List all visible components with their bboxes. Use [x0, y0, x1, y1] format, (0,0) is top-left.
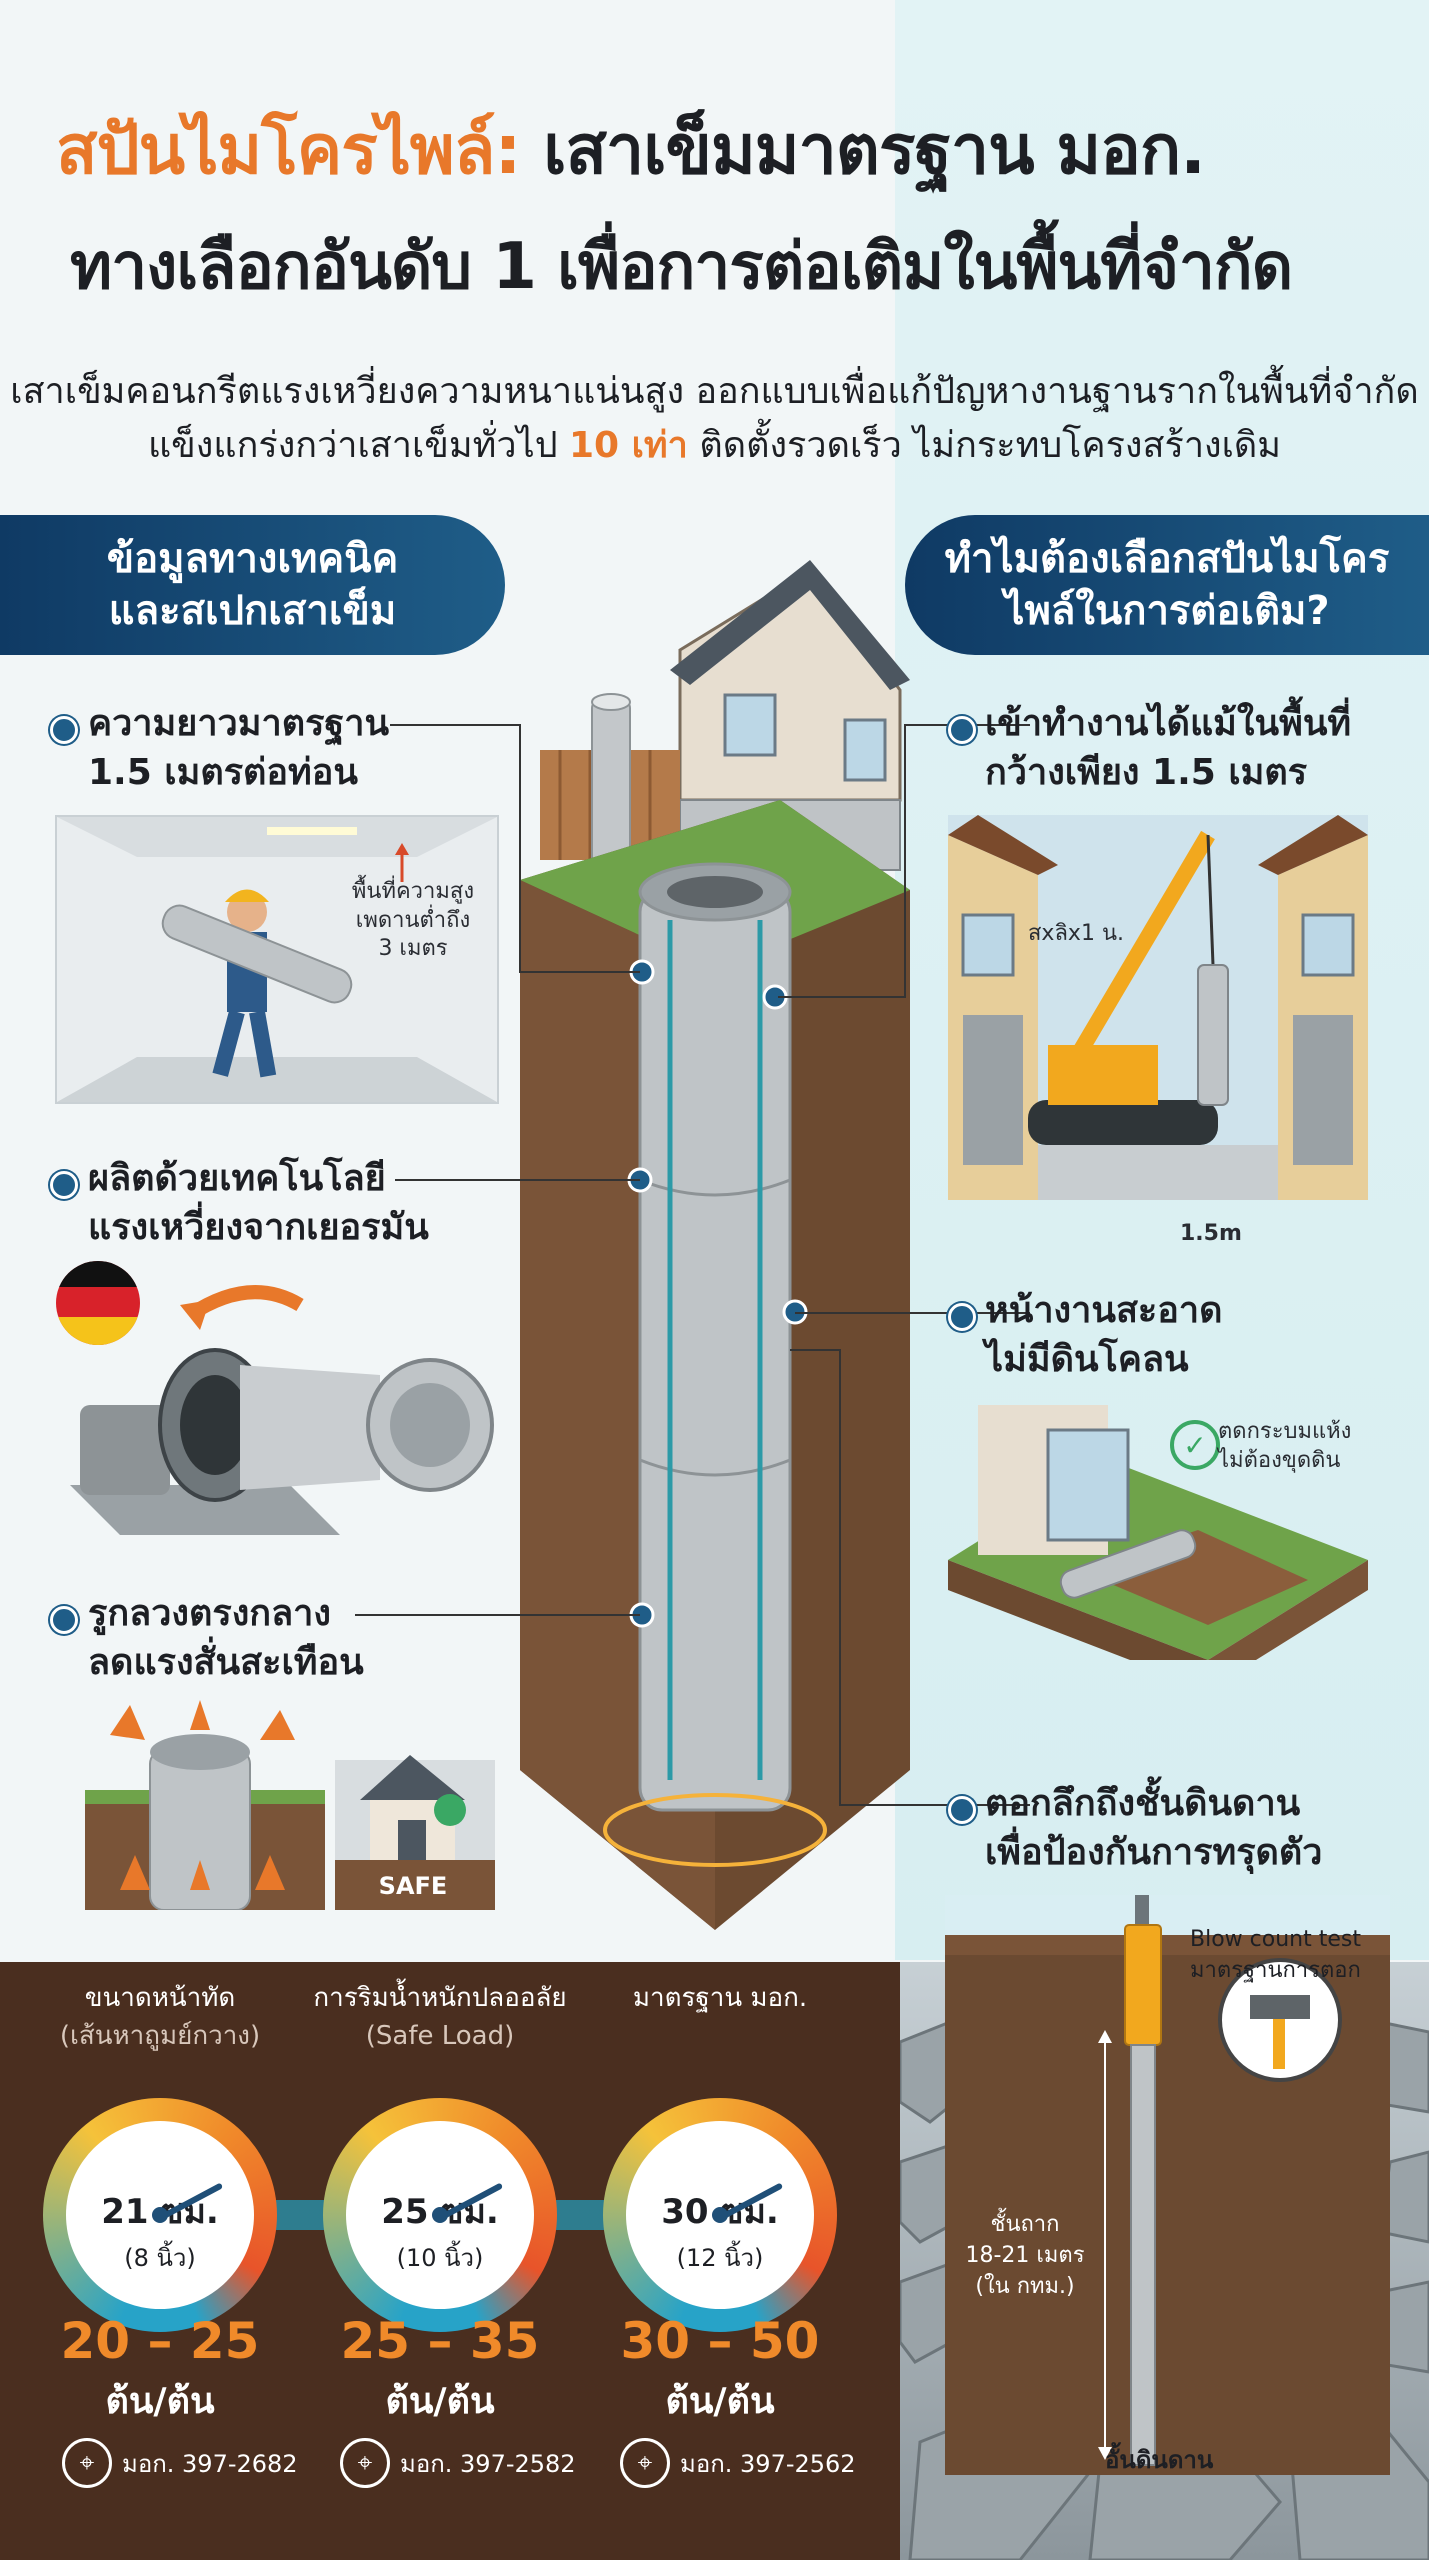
subtitle-line2: แข็งแกร่งกว่าเสาเข็มทั่วไป 10 เท่า ติดตั…: [147, 425, 1282, 466]
connector-lines: [355, 724, 1030, 1806]
safe-label: SAFE: [378, 1872, 448, 1900]
bullet-dot: [50, 1171, 78, 1199]
bullet-dot: [948, 1796, 976, 1824]
ceiling-note: พื้นที่ความสูง เพดานต่ำถึง 3 เมตร: [351, 879, 475, 962]
crane-icon: [1028, 830, 1229, 1145]
target-icon: ⌖: [340, 2438, 390, 2488]
worker-carrying-pile-icon: [57, 817, 497, 1102]
title-brand: สปันไมโครไพล์:: [56, 111, 522, 190]
arrow-icon: [110, 1700, 295, 1890]
gauge-label-2: การริมน้ำหนักปลออลัย (Safe Load): [313, 1983, 567, 2051]
bullet-dot: [50, 716, 78, 744]
standard-2: ⌖ มอก. 397-2582: [340, 2438, 576, 2488]
gauge-30cm: 30 ซม. (12 นิ้ว): [603, 2098, 837, 2332]
blow-count-note: Blow count test มาตรฐานการตอก: [1190, 1927, 1361, 1983]
target-icon: ⌖: [620, 2438, 670, 2488]
crane-narrow-space-illustration: [948, 815, 1368, 1200]
load-unit-1: ต้น/ต้น: [105, 2381, 215, 2422]
title-standard: เสาเข็มมาตรฐาน มอก.: [543, 111, 1206, 190]
hard-soil-label: อั้นดินดาน: [1105, 2446, 1214, 2474]
feature-technology: ผลิตด้วยเทคโนโลยี แรงเหวี่ยงจากเยอรมัน: [88, 1158, 429, 1248]
standard-1: ⌖ มอก. 397-2682: [62, 2438, 298, 2488]
bullet-dot: [948, 1303, 976, 1331]
crane-note: สxลิx1 น.: [1028, 921, 1124, 946]
load-range-2: 25 – 35: [340, 2312, 540, 2370]
standard-3: ⌖ มอก. 397-2562: [620, 2438, 856, 2488]
page-title-line1: สปันไมโครไพล์: เสาเข็มมาตรฐาน มอก.: [56, 95, 1206, 203]
depth-note: ชั้นถาก 18-21 เมตร (ใน กทม.): [965, 2212, 1085, 2299]
tech-spec-banner: ข้อมูลทางเทคนิค และสเปกเสาเข็ม: [0, 515, 505, 655]
strength-highlight: 10 เท่า: [569, 425, 688, 466]
feature-deep-driving: ตอกลึกถึงชั้นดินดาน เพื่อป้องกันการทรุดต…: [985, 1783, 1323, 1873]
feature-hollow-core: รูกลวงตรงกลาง ลดแรงสั่นสะเทือน: [88, 1593, 364, 1683]
subtitle-line1: เสาเข็มคอนกรีตแรงเหวี่ยงความหนาแน่นสูง อ…: [10, 371, 1419, 412]
gauge-21cm: 21 ซม. (8 นิ้ว): [43, 2098, 277, 2332]
bullet-dot: [50, 1606, 78, 1634]
why-choose-banner: ทำไมต้องเลือกสปันไมโคร ไพล์ในการต่อเติม?: [905, 515, 1429, 655]
bullet-dot: [948, 716, 976, 744]
german-flag-icon: [56, 1261, 140, 1345]
width-label: 1.5m: [1180, 1221, 1242, 1246]
clean-note: ตดกระบมแห้ง ไม่ต้องขุดดิน: [1218, 1419, 1352, 1473]
load-unit-3: ต้น/ต้น: [665, 2381, 775, 2422]
gauge-label-1: ขนาดหน้าทัด (เส้นหาถูมย์กวาง): [59, 1983, 261, 2051]
gauge-label-3: มาตรฐาน มอก.: [632, 1983, 808, 2013]
feature-clean-site: หน้างานสะอาด ไม่มีดินโคลน: [985, 1290, 1223, 1380]
page-title-line2: ทางเลือกอันดับ 1 เพื่อการต่อเติมในพื้นที…: [70, 230, 1293, 304]
low-ceiling-illustration: [55, 815, 499, 1104]
load-range-1: 20 – 25: [60, 2312, 260, 2370]
check-icon: [434, 1794, 466, 1826]
spinning-machine-illustration: [56, 1261, 494, 1535]
vibration-safe-illustration: [85, 1700, 495, 1910]
checkmark-icon: ✓: [1170, 1420, 1220, 1470]
pile-illustration: [520, 560, 910, 1930]
hammer-icon: [1250, 1995, 1310, 2019]
load-range-3: 30 – 50: [620, 2312, 820, 2370]
driving-test-illustration: [945, 1895, 1390, 2466]
target-icon: ⌖: [62, 2438, 112, 2488]
load-unit-2: ต้น/ต้น: [385, 2381, 495, 2422]
feature-length: ความยาวมาตรฐาน 1.5 เมตรต่อท่อน: [88, 703, 390, 793]
clean-site-illustration: [948, 1405, 1368, 1660]
feature-narrow-access: เข้าทำงานได้แม้ในพื้นที่ กว้างเพียง 1.5 …: [985, 703, 1352, 793]
gauge-25cm: 25 ซม. (10 นิ้ว): [323, 2098, 557, 2332]
